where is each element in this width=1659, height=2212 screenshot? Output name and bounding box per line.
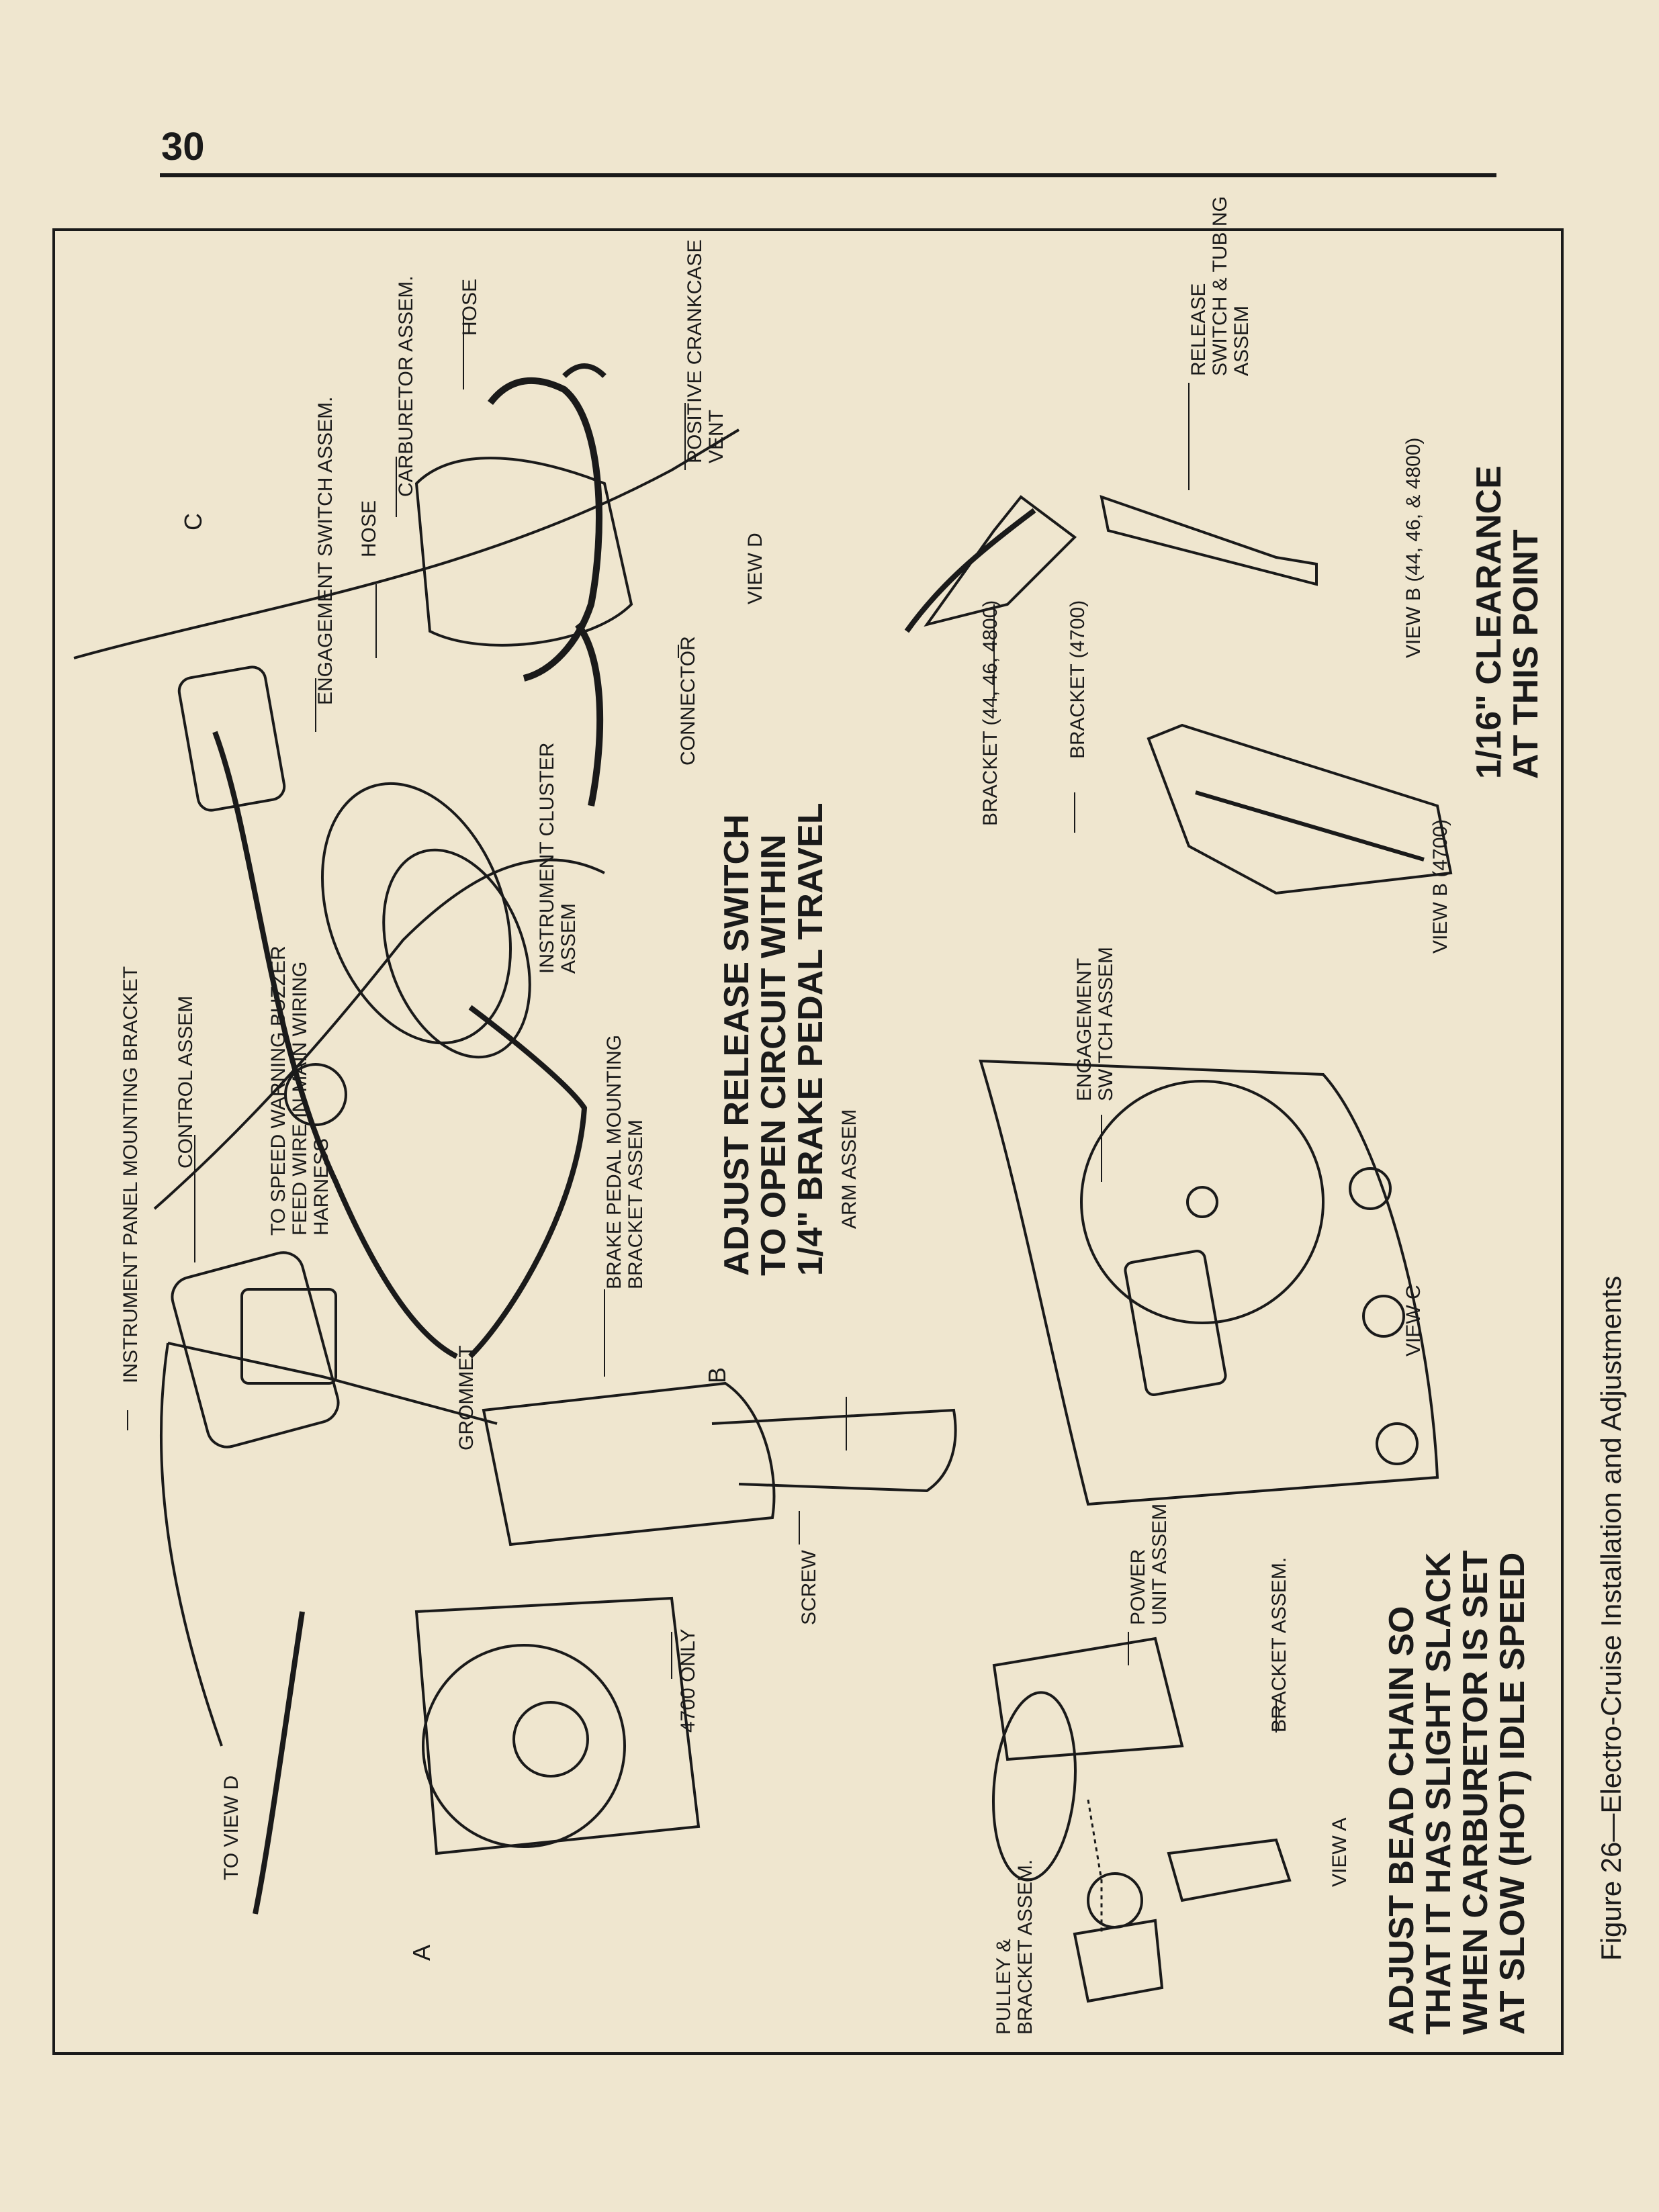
instrument-panel-outline bbox=[73, 428, 740, 1210]
brake-pedal-bracket bbox=[482, 1381, 776, 1547]
view-c-switch bbox=[1124, 1250, 1227, 1396]
label-instrument-cluster-1: INSTRUMENT CLUSTER bbox=[536, 742, 558, 974]
label-instrument-cluster-2: ASSEM bbox=[557, 903, 580, 974]
label-bracket-4700: BRACKET (4700) bbox=[1067, 600, 1089, 759]
label-view-c: VIEW C bbox=[1402, 1285, 1425, 1356]
dash-outline bbox=[159, 1342, 498, 1747]
pulley-bracket-shape bbox=[1073, 1919, 1164, 2003]
instruction-clearance-2: AT THIS POINT bbox=[1507, 529, 1545, 779]
label-to-view-d: TO VIEW D bbox=[220, 1775, 242, 1880]
label-engagement-switch-c-1: ENGAGEMENT bbox=[1073, 958, 1095, 1101]
view-c-housing bbox=[979, 1059, 1439, 1506]
label-letter-b: B bbox=[703, 1367, 731, 1383]
view-b-4700-bracket bbox=[1147, 723, 1453, 895]
vacuum-hose bbox=[488, 377, 602, 682]
label-speed-buzzer-3: HARNESS bbox=[310, 1138, 332, 1236]
label-screw: SCREW bbox=[798, 1550, 820, 1625]
label-connector: CONNECTOR bbox=[677, 636, 699, 766]
page-number: 30 bbox=[161, 125, 205, 169]
instruction-release-switch-2: TO OPEN CIRCUIT WITHIN bbox=[754, 834, 793, 1276]
control-assem-inner bbox=[240, 1288, 337, 1385]
power-unit-body bbox=[992, 1637, 1184, 1761]
label-bracket-assem: BRACKET ASSEM. bbox=[1268, 1557, 1290, 1733]
wheel-well bbox=[422, 1644, 626, 1848]
view-b-switch bbox=[1100, 494, 1318, 586]
label-engagement-switch-assem: ENGAGEMENT SWITCH ASSEM. bbox=[314, 396, 337, 705]
label-brake-pedal-bracket-1: BRAKE PEDAL MOUNTING bbox=[603, 1035, 625, 1289]
label-view-a: VIEW A bbox=[1329, 1817, 1351, 1887]
arm-assem-shape bbox=[711, 1408, 957, 1493]
label-letter-a: A bbox=[408, 1944, 435, 1961]
label-carburetor-assem: CARBURETOR ASSEM. bbox=[395, 275, 417, 497]
bead-chain bbox=[1087, 1799, 1103, 1934]
label-crankcase-vent-2: VENT bbox=[705, 409, 727, 463]
view-c-bolt-2 bbox=[1362, 1295, 1405, 1338]
engagement-switch-shape bbox=[177, 665, 286, 812]
label-pulley-bracket-2: BRACKET ASSEM. bbox=[1014, 1859, 1036, 2035]
view-c-bolt-3 bbox=[1376, 1422, 1419, 1465]
label-letter-c: C bbox=[179, 513, 207, 531]
figure-frame bbox=[52, 228, 1564, 2055]
instruction-clearance-1: 1/16" CLEARANCE bbox=[1470, 465, 1509, 779]
label-speed-buzzer-2: FEED WIRE IN MAIN WIRING bbox=[289, 961, 311, 1236]
leader-lines bbox=[127, 316, 1277, 1733]
pulley-shape bbox=[1087, 1872, 1143, 1929]
label-hose-top: HOSE bbox=[459, 278, 481, 336]
instruction-bead-chain-1: ADJUST BEAD CHAIN SO bbox=[1382, 1606, 1421, 2035]
instrument-cluster-shape bbox=[320, 782, 512, 1045]
instruction-bead-chain-2: THAT IT HAS SLIGHT SLACK bbox=[1419, 1552, 1458, 2035]
cluster-harness bbox=[468, 1005, 588, 1358]
wiring-harness bbox=[212, 731, 458, 1359]
instrument-cluster-face bbox=[382, 848, 531, 1059]
label-release-switch-2: SWITCH & TUBING bbox=[1209, 196, 1231, 376]
wheel-hub bbox=[512, 1701, 589, 1778]
firewall-outline bbox=[414, 1596, 701, 1855]
label-bracket-44: BRACKET (44, 46, 4800) bbox=[979, 600, 1001, 826]
view-c-dome bbox=[1080, 1080, 1325, 1324]
label-4700-only: 4700 ONLY bbox=[677, 1628, 699, 1733]
view-b-4700-plate bbox=[1195, 790, 1425, 862]
label-speed-buzzer-1: TO SPEED WARNING BUZZER bbox=[267, 946, 289, 1236]
hose-lower bbox=[575, 622, 604, 807]
instruction-release-switch-1: ADJUST RELEASE SWITCH bbox=[717, 814, 756, 1276]
label-view-d: VIEW D bbox=[744, 533, 766, 604]
figure-caption: Figure 26—Electro-Cruise Installation an… bbox=[1595, 1275, 1627, 1961]
label-view-b-44: VIEW B (44, 46, & 4800) bbox=[1402, 437, 1425, 659]
header-rule bbox=[160, 173, 1496, 177]
power-unit-diaphragm bbox=[991, 1691, 1077, 1882]
label-arm-assem: ARM ASSEM bbox=[838, 1109, 860, 1229]
label-hose-left: HOSE bbox=[358, 500, 380, 557]
label-instrument-panel-bracket: INSTRUMENT PANEL MOUNTING BRACKET bbox=[120, 966, 142, 1383]
label-power-unit-2: UNIT ASSEM bbox=[1149, 1503, 1171, 1625]
instruction-bead-chain-3: WHEN CARBURETOR IS SET bbox=[1456, 1550, 1495, 2035]
view-b-bracket-arm bbox=[904, 508, 1036, 633]
label-view-b-4700: VIEW B (4700) bbox=[1429, 819, 1451, 954]
view-c-bolt-1 bbox=[1349, 1167, 1392, 1210]
control-assem-shape bbox=[171, 1251, 340, 1448]
label-brake-pedal-bracket-2: BRACKET ASSEM bbox=[625, 1119, 647, 1289]
view-c-hub bbox=[1186, 1186, 1218, 1218]
label-control-assem: CONTROL ASSEM bbox=[175, 995, 197, 1168]
label-crankcase-vent-1: POSITIVE CRANKCASE bbox=[684, 239, 706, 463]
carburetor-outline bbox=[414, 457, 633, 647]
label-release-switch-3: ASSEM bbox=[1230, 305, 1253, 376]
to-view-d-line bbox=[253, 1611, 305, 1915]
gauge-hole bbox=[284, 1063, 347, 1126]
instruction-bead-chain-4: AT SLOW (HOT) IDLE SPEED bbox=[1493, 1552, 1532, 2035]
instruction-release-switch-3: 1/4" BRAKE PEDAL TRAVEL bbox=[791, 802, 830, 1276]
crankcase-hose bbox=[562, 363, 607, 378]
carb-linkage bbox=[1167, 1838, 1292, 1902]
label-grommet: GROMMET bbox=[455, 1345, 478, 1450]
label-release-switch-1: RELEASE bbox=[1187, 283, 1210, 376]
label-engagement-switch-c-2: SWITCH ASSEM bbox=[1095, 946, 1117, 1101]
label-power-unit-1: POWER bbox=[1127, 1549, 1149, 1625]
label-pulley-bracket-1: PULLEY & bbox=[993, 1939, 1015, 2035]
